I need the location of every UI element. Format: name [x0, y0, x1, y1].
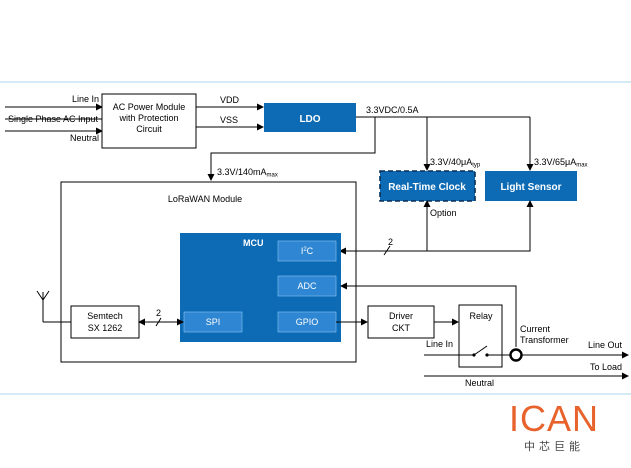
ldo-output-label: 3.3VDC/0.5A	[366, 105, 419, 115]
relay-block	[458, 304, 503, 368]
neutral-label: Neutral	[70, 133, 99, 143]
single-phase-label: Single Phase AC Input	[8, 114, 99, 124]
ican-logo: ICAN 中芯巨能	[502, 400, 606, 464]
light-sensor-block	[485, 171, 577, 201]
ldo-block	[264, 103, 356, 132]
ican-brand: ICAN	[508, 398, 599, 439]
i2c-bus-width: 2	[388, 237, 393, 247]
driver-line1: Driver	[389, 311, 413, 321]
mcu-i2c-label: I2C	[301, 246, 314, 256]
relay-switch-icon	[424, 345, 510, 357]
mcu-spi-port	[183, 311, 243, 333]
to-load-label: To Load	[590, 362, 622, 372]
rtc-supply-label: 3.3V/40μAtyp	[430, 157, 481, 169]
i2c-bus	[339, 200, 534, 255]
mcu-adc-port	[277, 275, 337, 297]
mcu-gpio-label: GPIO	[296, 317, 319, 327]
semtech-block	[70, 305, 140, 339]
ac-module-line3: Circuit	[136, 124, 162, 134]
relay-label: Relay	[469, 311, 493, 321]
mcu-adc-label: ADC	[297, 281, 317, 291]
lorawan-supply-label: 3.3V/140mAmax	[217, 167, 278, 179]
rtc-option-label: Option	[430, 208, 457, 218]
vss-label: VSS	[220, 115, 238, 125]
neutral-bottom-label: Neutral	[465, 378, 494, 388]
spi-bus-width: 2	[156, 308, 161, 318]
antenna-icon	[36, 290, 71, 323]
ac-module-line2: with Protection	[118, 113, 178, 123]
driver-line2: CKT	[392, 323, 411, 333]
line-out-label: Line Out	[588, 340, 623, 350]
relay-line-in-label: Line In	[426, 339, 453, 349]
lorawan-title: LoRaWAN Module	[168, 194, 242, 204]
vdd-label: VDD	[220, 95, 240, 105]
semtech-line1: Semtech	[87, 311, 123, 321]
ac-module-line1: AC Power Module	[113, 102, 186, 112]
ldo-label: LDO	[299, 114, 320, 125]
mcu-spi-label: SPI	[206, 317, 221, 327]
ac-power-module	[101, 93, 197, 149]
semtech-line2: SX 1262	[88, 323, 123, 333]
spi-bus-slash	[155, 317, 162, 327]
adc-feedback-wire	[340, 282, 517, 347]
current-transformer-icon	[509, 348, 523, 362]
lorawan-supply-wire	[207, 117, 376, 181]
sensor-supply-label: 3.3V/65μAmax	[534, 157, 588, 169]
ican-chinese: 中芯巨能	[524, 441, 584, 453]
lorawan-module	[60, 181, 357, 363]
light-sensor-label: Light Sensor	[500, 182, 561, 193]
i2c-bus-slash	[383, 245, 391, 256]
ct-label-line1: Current	[520, 324, 551, 334]
line-in-label: Line In	[72, 94, 99, 104]
rtc-label: Real-Time Clock	[388, 182, 466, 193]
ct-label-line2: Transformer	[520, 335, 569, 345]
rtc-block	[379, 170, 476, 202]
mcu-i2c-port	[277, 240, 337, 262]
driver-block	[367, 305, 435, 339]
mcu-title: MCU	[243, 238, 264, 248]
